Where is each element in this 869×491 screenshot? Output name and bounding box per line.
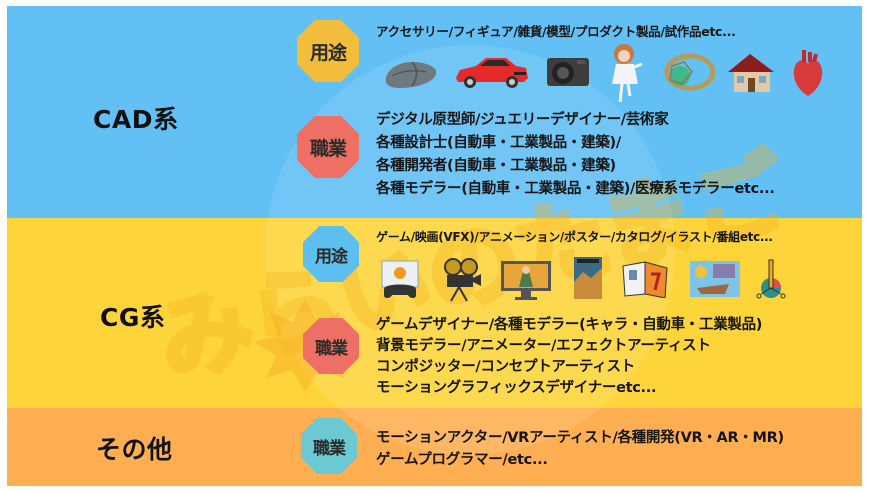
film-camera-icon <box>444 258 481 302</box>
catalog-icon <box>622 261 668 298</box>
house-icon <box>728 54 774 92</box>
camera-icon <box>547 58 589 86</box>
tv-monitor-icon <box>501 261 551 300</box>
cad-category-title: CAD系 <box>93 105 179 134</box>
illustration-icon <box>690 261 740 297</box>
cg-category-title: CG系 <box>100 303 166 332</box>
cg-usage-badge: 用途 <box>303 226 359 282</box>
poster-icon <box>574 257 602 299</box>
cg-job-line: モーショングラフィックスデザイナーetc... <box>376 380 657 396</box>
heart-icon <box>793 50 823 96</box>
other-jobs-badge: 職業 <box>301 418 357 474</box>
cg-job-line: 背景モデラー/アニメーター/エフェクトアーティスト <box>376 338 711 354</box>
ring-icon <box>664 53 716 91</box>
other-category-title: その他 <box>96 435 173 464</box>
game-controller-icon <box>381 260 419 298</box>
cg-jobs-badge: 職業 <box>303 318 359 374</box>
other-job-line: ゲームプログラマー/etc... <box>376 452 548 468</box>
figure-icon <box>612 44 643 103</box>
mouse-icon <box>385 61 437 88</box>
cad-job-line: 各種モデラー(自動車・工業製品・建築)/医療系モデラーetc... <box>376 181 775 197</box>
cad-jobs-badge: 職業 <box>297 116 359 178</box>
cg-section-band <box>7 218 862 408</box>
other-section-band <box>7 408 862 486</box>
car-icon <box>456 58 528 88</box>
cad-usage-badge: 用途 <box>297 20 359 82</box>
other-job-line: モーションアクター/VRアーティスト/各種開発(VR・AR・MR) <box>376 430 784 446</box>
cg-job-line: ゲームデザイナー/各種モデラー(キャラ・自動車・工業製品) <box>376 317 763 333</box>
cad-job-line: 各種設計士(自動車・工業製品・建築)/ <box>376 135 621 151</box>
pen-tool-icon <box>756 259 786 299</box>
cad-job-line: デジタル原型師/ジュエリーデザイナー/芸術家 <box>376 112 669 128</box>
cad-job-line: 各種開発者(自動車・工業製品・建築) <box>376 158 616 174</box>
cad-section-band <box>7 6 862 218</box>
cg-usage-text: ゲーム/映画(VFX)/アニメーション/ポスター/カタログ/イラスト/番組etc… <box>376 230 773 244</box>
cg-job-line: コンポジッター/コンセプトアーティスト <box>376 359 635 375</box>
cad-usage-text: アクセサリー/フィギュア/雑貨/模型/プロダクト製品/試作品etc... <box>376 24 736 39</box>
